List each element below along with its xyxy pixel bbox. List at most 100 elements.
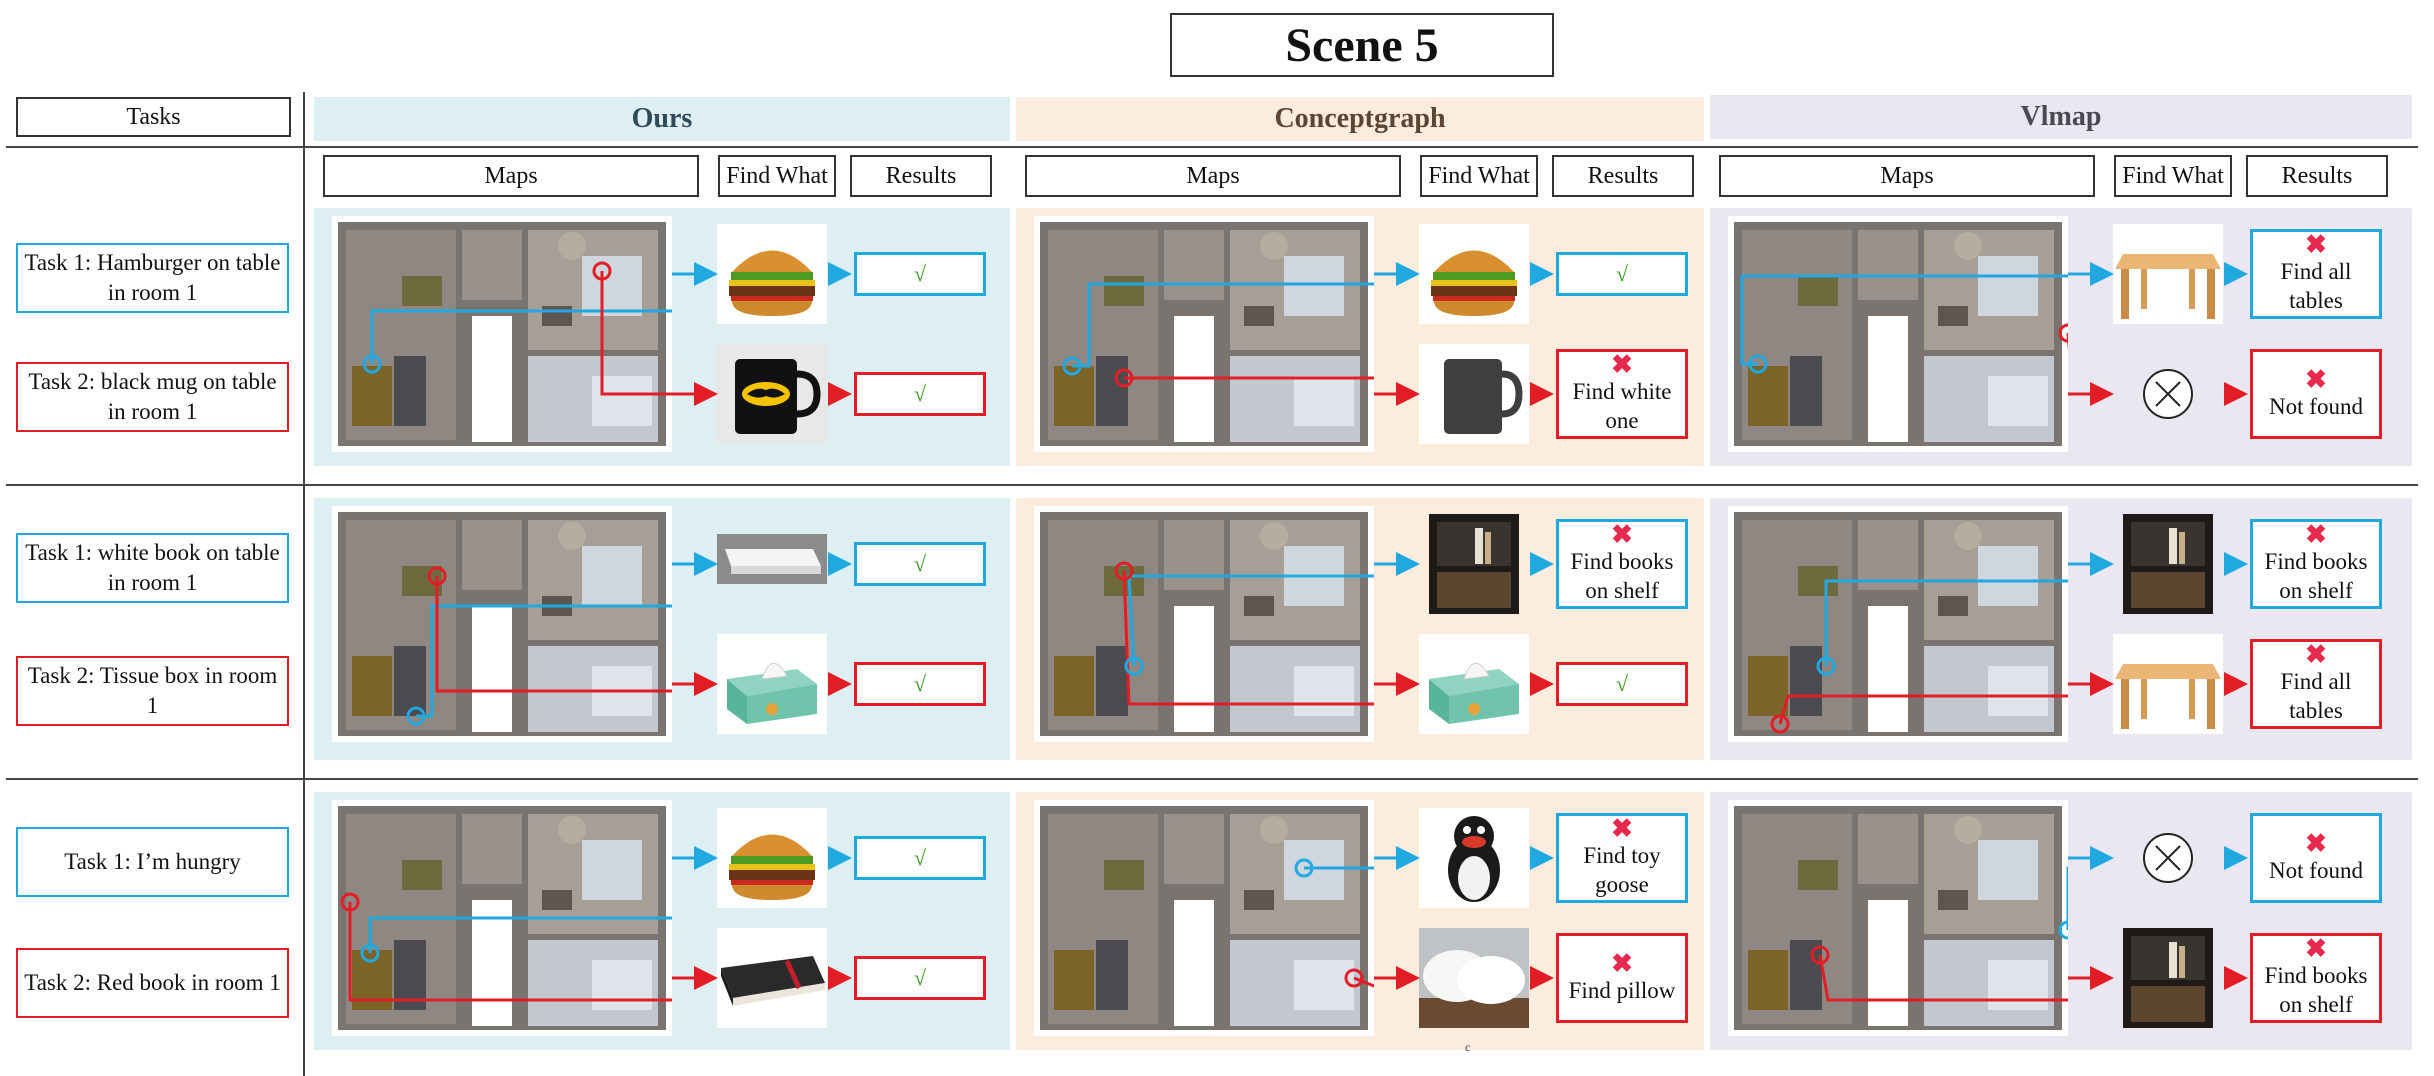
- task2-start-marker: [2058, 323, 2068, 343]
- find-what-task1: [717, 224, 827, 324]
- find-what-task2: [2113, 928, 2223, 1028]
- black-mug-image: [717, 344, 827, 444]
- column-divider: [303, 92, 305, 1076]
- cross-mark-icon: ✖: [2305, 364, 2327, 394]
- method-header-conceptgraph: Conceptgraph: [1016, 97, 1704, 141]
- maps-subheader: Maps: [1719, 155, 2095, 197]
- task2-start-marker: [1770, 714, 1790, 734]
- map-view: [1034, 506, 1374, 742]
- table-image: [2113, 634, 2223, 734]
- result-res2: √: [854, 662, 986, 706]
- find-what-subheader: Find What: [718, 155, 836, 197]
- map-view: [1728, 506, 2068, 742]
- result-res1: √: [854, 542, 986, 586]
- check-mark-icon: √: [913, 551, 927, 577]
- find-what-task1: [2113, 224, 2223, 324]
- task1-start-marker: [1124, 656, 1144, 676]
- find-what-task1: [1419, 808, 1529, 908]
- find-what-task2: [1419, 344, 1529, 444]
- check-mark-icon: √: [913, 381, 927, 407]
- floor-plan-map: [332, 216, 672, 452]
- hamburger-image: [1419, 224, 1529, 324]
- toy-goose-image: [1419, 808, 1529, 908]
- result-res1: ✖Find toy goose: [1556, 813, 1688, 903]
- floor-plan-map: [332, 800, 672, 1036]
- tasks-header: Tasks: [16, 97, 291, 137]
- result-res1: √: [854, 252, 986, 296]
- maps-subheader: Maps: [1025, 155, 1401, 197]
- result-res2: √: [854, 372, 986, 416]
- result-text: Find books on shelf: [2264, 549, 2368, 603]
- find-what-task2: [717, 344, 827, 444]
- task2-box: Task 2: Red book in room 1: [16, 948, 289, 1018]
- not-found-image: [2143, 369, 2193, 419]
- check-mark-icon: √: [913, 671, 927, 697]
- task2-box: Task 2: black mug on table in room 1: [16, 362, 289, 432]
- cross-mark-icon: ✖: [2305, 828, 2327, 858]
- task2-box: Task 2: Tissue box in room 1: [16, 656, 289, 726]
- result-res2: ✖Find all tables: [2250, 639, 2382, 729]
- result-text: Find toy goose: [1583, 843, 1661, 897]
- map-view: [332, 506, 672, 742]
- result-res2: ✖Find pillow: [1556, 933, 1688, 1023]
- task2-start-marker: [1344, 968, 1364, 988]
- task2-start-marker: [1114, 561, 1134, 581]
- method-header-vlmap: Vlmap: [1710, 95, 2412, 139]
- check-mark-icon: √: [1615, 671, 1629, 697]
- find-what-task2: [717, 634, 827, 734]
- result-res1: ✖Find all tables: [2250, 229, 2382, 319]
- red-book-image: [717, 928, 827, 1028]
- task2-start-marker: [1114, 368, 1134, 388]
- result-text: Find white one: [1572, 379, 1672, 433]
- hamburger-image: [717, 808, 827, 908]
- result-res2: √: [1556, 662, 1688, 706]
- maps-subheader: Maps: [323, 155, 699, 197]
- task1-start-marker: [362, 354, 382, 374]
- bookshelf-image: [2123, 514, 2213, 614]
- row-divider: [6, 146, 2418, 148]
- floor-plan-map: [332, 506, 672, 742]
- bookshelf-image: [1429, 514, 1519, 614]
- find-what-subheader: Find What: [1420, 155, 1538, 197]
- task1-box: Task 1: Hamburger on table in room 1: [16, 243, 289, 313]
- results-subheader: Results: [1552, 155, 1694, 197]
- task1-start-marker: [406, 706, 426, 726]
- find-what-task1: [2113, 808, 2223, 908]
- task1-start-marker: [2058, 920, 2068, 940]
- check-mark-icon: √: [1615, 261, 1629, 287]
- result-res1: √: [1556, 252, 1688, 296]
- result-text: Find books on shelf: [1570, 549, 1674, 603]
- find-what-task2: [2113, 344, 2223, 444]
- scene-title: Scene 5: [1170, 13, 1554, 77]
- task2-start-marker: [1810, 945, 1830, 965]
- find-what-subheader: Find What: [2114, 155, 2232, 197]
- row-divider: [6, 778, 2418, 780]
- hamburger-image: [717, 224, 827, 324]
- cross-mark-icon: ✖: [1611, 814, 1633, 844]
- task1-start-marker: [1294, 858, 1314, 878]
- find-what-task2: [1419, 928, 1529, 1028]
- cross-mark-icon: ✖: [2305, 640, 2327, 670]
- check-mark-icon: √: [913, 965, 927, 991]
- floor-plan-map: [1728, 800, 2068, 1036]
- cross-mark-icon: ✖: [1611, 520, 1633, 550]
- find-what-task2: [717, 928, 827, 1028]
- task1-start-marker: [1062, 356, 1082, 376]
- result-res1: ✖Find books on shelf: [1556, 519, 1688, 609]
- result-res1: ✖Not found: [2250, 813, 2382, 903]
- result-text: Find all tables: [2280, 259, 2352, 313]
- gray-mug-image: [1419, 344, 1529, 444]
- result-res1: √: [854, 836, 986, 880]
- task1-start-marker: [1748, 354, 1768, 374]
- find-what-task1: [1419, 514, 1529, 614]
- result-res2: √: [854, 956, 986, 1000]
- result-text: Find books on shelf: [2264, 963, 2368, 1017]
- check-mark-icon: √: [913, 845, 927, 871]
- table-image: [2113, 224, 2223, 324]
- find-what-task1: [2113, 514, 2223, 614]
- cross-mark-icon: ✖: [2305, 230, 2327, 260]
- results-subheader: Results: [850, 155, 992, 197]
- map-view: [1034, 800, 1374, 1036]
- cross-mark-icon: ✖: [2305, 934, 2327, 964]
- result-res2: ✖Find books on shelf: [2250, 933, 2382, 1023]
